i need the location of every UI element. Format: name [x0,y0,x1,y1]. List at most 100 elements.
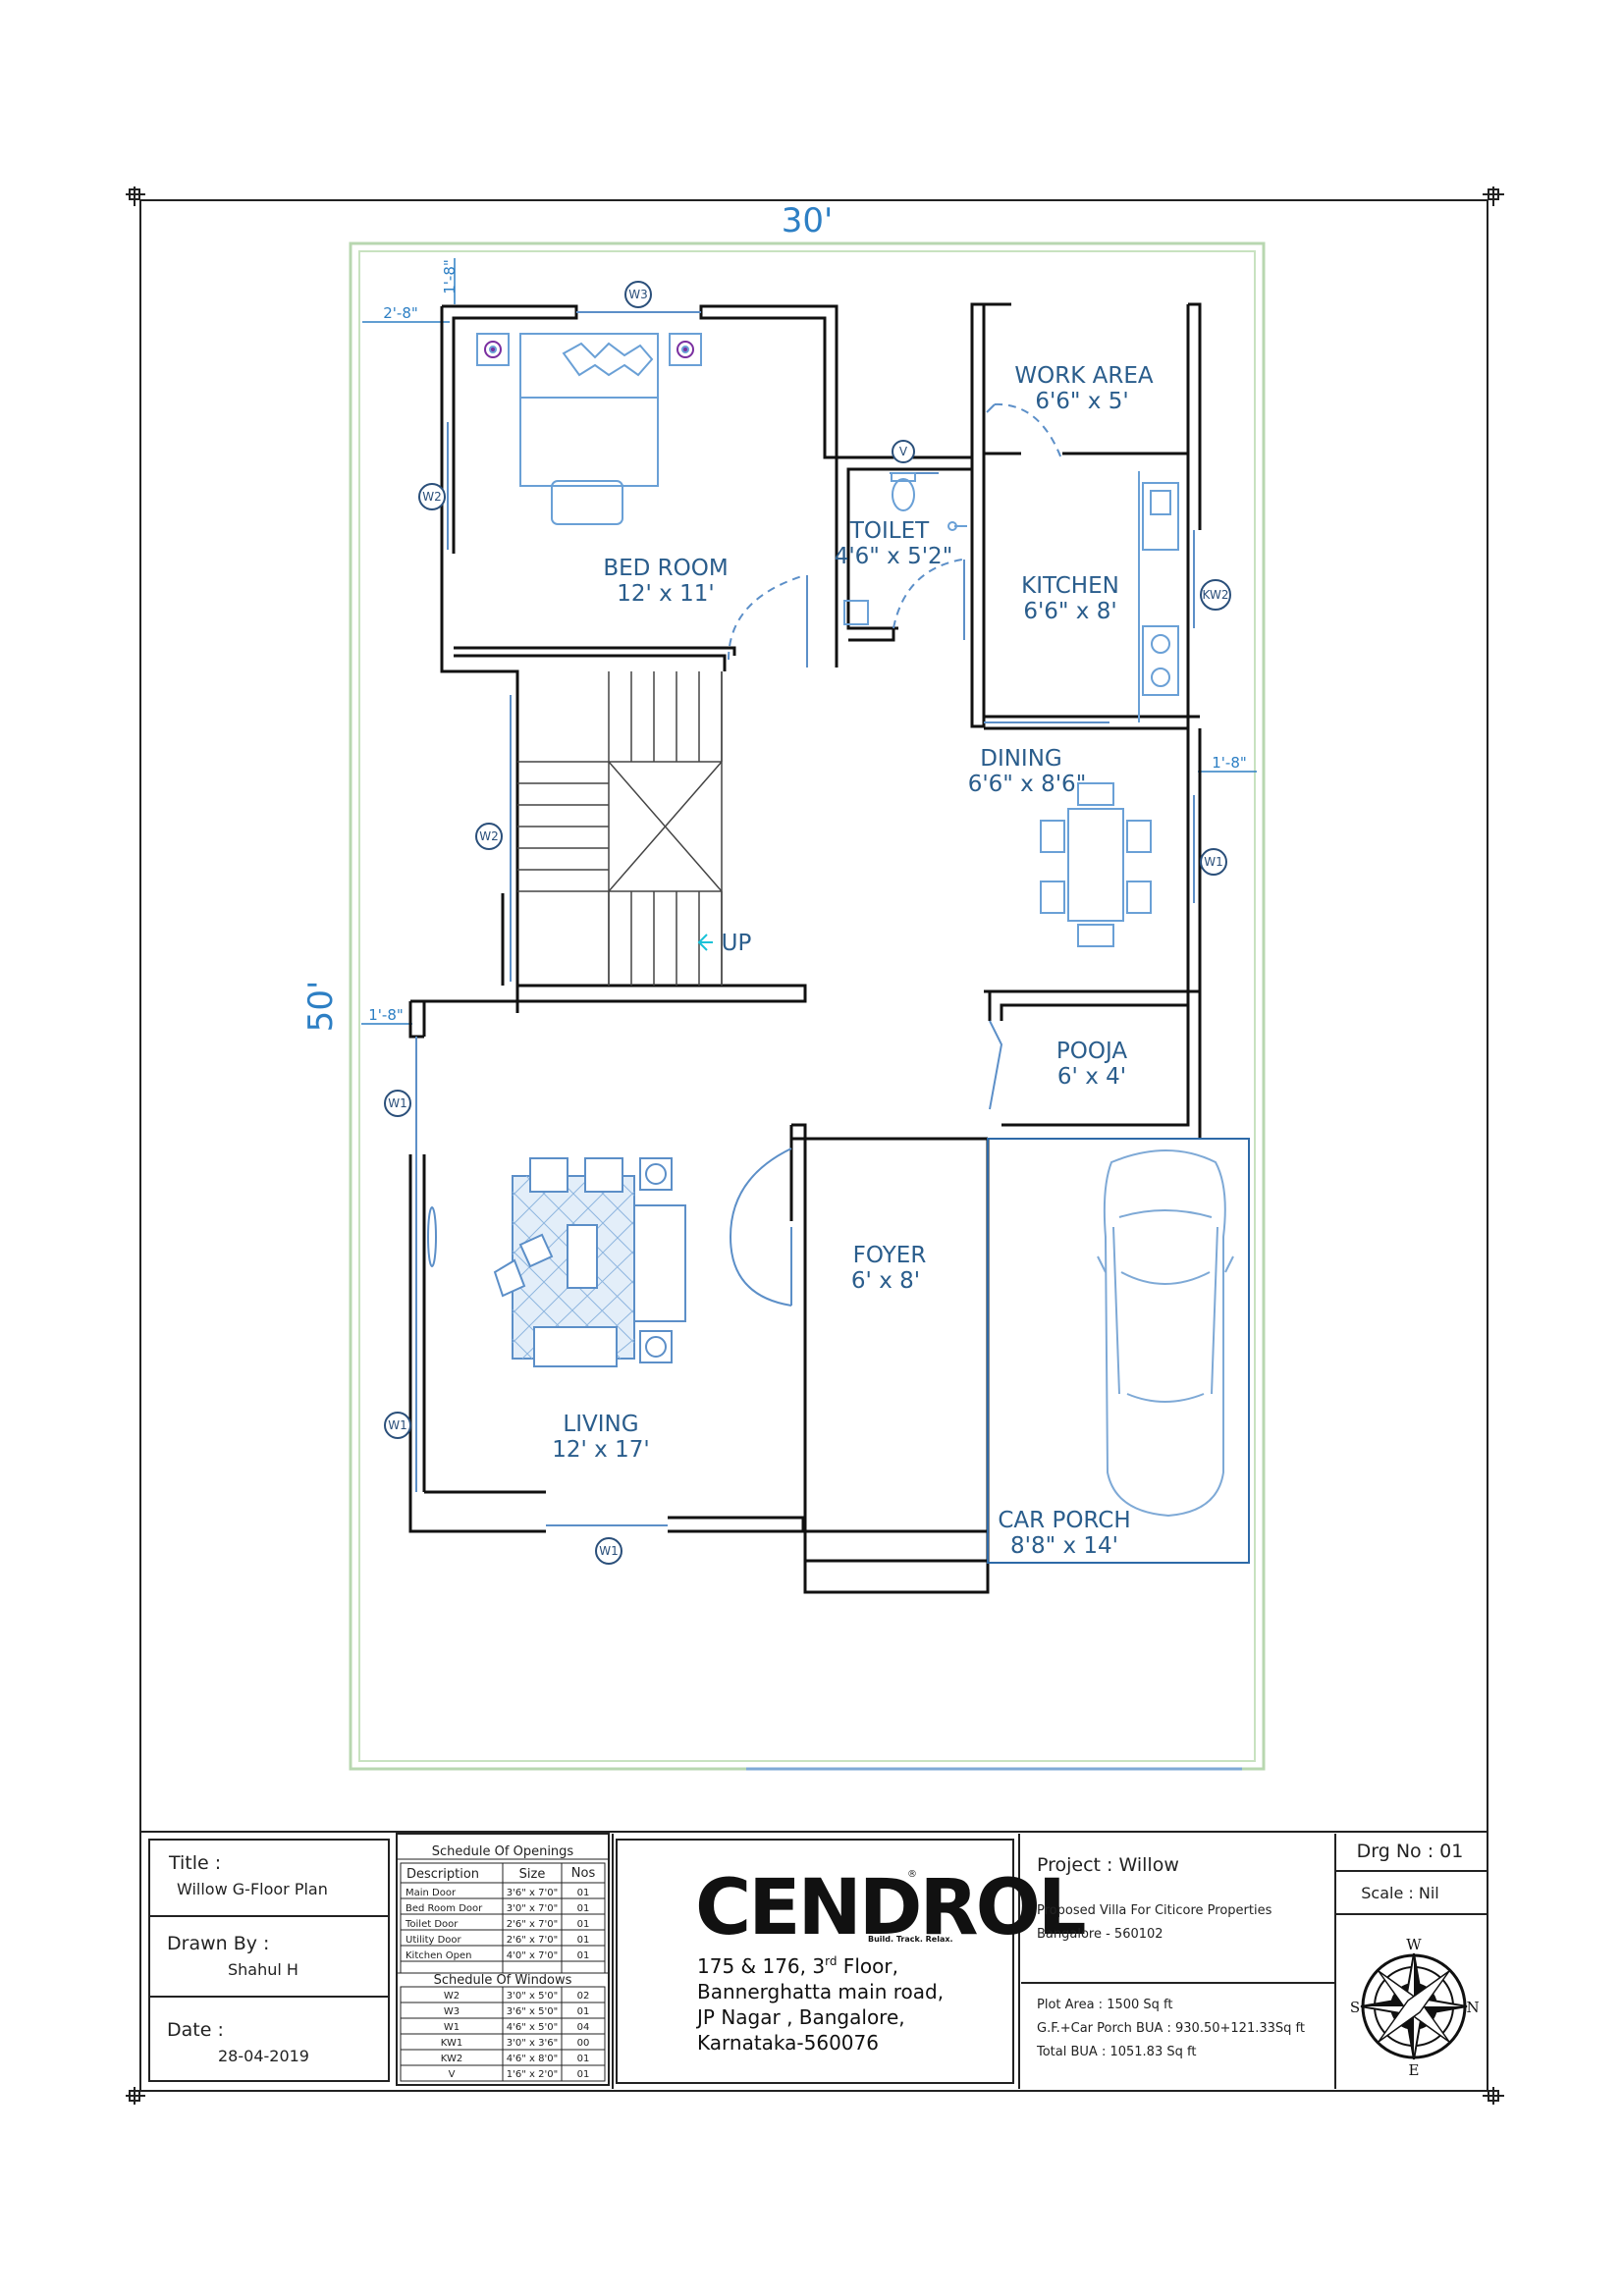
svg-text:01: 01 [577,1935,590,1946]
tag-w1-dining: W1 [1200,848,1227,876]
drawn-by-value: Shahul H [228,1960,298,1979]
windows-schedule-heading: Schedule Of Windows [434,1973,572,1988]
svg-text:Toilet Door: Toilet Door [405,1919,459,1930]
toilet-fixtures [843,472,967,625]
room-name-dining: DINING [980,746,1062,772]
room-name-pooja: POOJA [1056,1039,1127,1064]
svg-text:Bed Room Door: Bed Room Door [406,1903,483,1914]
svg-text:01: 01 [577,1888,590,1898]
kitchen-fixtures [1138,471,1179,722]
date-value: 28-04-2019 [218,2047,309,2065]
svg-text:W3: W3 [628,288,648,301]
sheet-border [139,199,1488,2092]
col-description: Description [406,1867,479,1882]
svg-text:W1: W1 [388,1096,407,1110]
svg-text:Utility Door: Utility Door [406,1935,462,1946]
svg-text:4'6" x 8'0": 4'6" x 8'0" [507,2054,558,2064]
svg-text:4'0" x 7'0": 4'0" x 7'0" [507,1950,558,1961]
svg-text:Main Door: Main Door [406,1888,457,1898]
date-label: Date : [167,2019,224,2041]
room-size-toilet: 4'6" x 5'2" [835,544,953,569]
svg-text:01: 01 [577,1903,590,1914]
address-line-2: Bannerghatta main road, [697,1980,944,2003]
room-name-work-area: WORK AREA [1014,363,1153,389]
tag-kw2: KW2 [1200,579,1231,611]
tag-w3: W3 [624,281,652,308]
car-porch-outline [987,1138,1250,1564]
svg-text:2'6" x 7'0": 2'6" x 7'0" [507,1919,558,1930]
staircase [517,671,723,986]
room-name-toilet: TOILET [849,518,930,544]
title-label: Title : [168,1852,221,1874]
tag-w1-living-bottom: W1 [384,1412,411,1439]
svg-text:3'6" x 5'0": 3'6" x 5'0" [507,2006,558,2017]
svg-text:01: 01 [577,2069,590,2080]
living-furniture [427,1157,686,1367]
offset-left-mid: 1'-8" [368,1006,404,1024]
opening-tags: W3 W2 V KW2 W2 W1 W1 W1 W1 [384,281,1231,1565]
doors-schedule-heading: Schedule Of Openings [432,1844,574,1859]
room-labels: BED ROOM 12' x 11' TOILET 4'6" x 5'2" WO… [552,363,1154,1559]
room-size-foyer: 6' x 8' [851,1268,920,1294]
title-value: Willow G-Floor Plan [177,1880,328,1898]
address-line-3: JP Nagar , Bangalore, [695,2005,905,2029]
offset-left-top: 2'-8" [383,304,418,322]
room-name-living: LIVING [563,1412,638,1437]
corner-mark-br [1483,2087,1504,2105]
doors [728,402,1063,1307]
drawn-by-label: Drawn By : [167,1933,269,1954]
col-size: Size [519,1867,546,1882]
room-size-bed-room: 12' x 11' [617,581,714,607]
corner-mark-tl [126,187,145,206]
project-title: Project : Willow [1037,1854,1179,1876]
company-logo: CENDROL [695,1864,1085,1952]
tag-v: V [892,440,915,463]
svg-text:2'6" x 7'0": 2'6" x 7'0" [507,1935,558,1946]
project-desc-1: Proposed Villa For Citicore Properties [1037,1903,1272,1918]
svg-text:00: 00 [577,2038,590,2049]
offset-right: 1'-8" [1212,754,1247,772]
car [1097,1149,1234,1518]
logo-registered-mark: ® [907,1869,917,1880]
drawing-number: Drg No : 01 [1357,1841,1464,1862]
svg-text:01: 01 [577,2054,590,2064]
plot-area: Plot Area : 1500 Sq ft [1037,1998,1173,2012]
compass-n: N [1466,1999,1479,2016]
compass-w: W [1406,1936,1422,1953]
plot-depth-label: 50' [301,981,341,1033]
company-tagline: Build. Track. Relax. [868,1935,953,1944]
bed [476,333,702,525]
svg-text:Kitchen Open: Kitchen Open [406,1950,471,1961]
dining-table [1040,782,1152,947]
svg-text:W1: W1 [599,1544,619,1558]
offset-top: 1'-8" [441,259,459,294]
svg-text:3'0" x 3'6": 3'0" x 3'6" [507,2038,558,2049]
svg-text:1'6" x 2'0": 1'6" x 2'0" [507,2069,558,2080]
compass-s: S [1350,1999,1360,2016]
svg-text:KW2: KW2 [1203,588,1229,602]
stair-up-label: UP [722,931,752,956]
svg-text:W2: W2 [444,1991,460,2002]
tag-w1-living-top: W1 [384,1090,411,1117]
address-line-4: Karnataka-560076 [697,2031,879,2055]
room-size-living: 12' x 17' [552,1437,649,1463]
room-size-kitchen: 6'6" x 8' [1023,599,1116,624]
tag-w2-stair: W2 [475,823,503,850]
col-nos: Nos [571,1866,596,1881]
svg-text:04: 04 [577,2022,590,2033]
walls [408,302,1202,1594]
room-size-dining: 6'6" x 8'6" [968,772,1087,797]
svg-text:KW2: KW2 [441,2054,462,2064]
svg-text:V: V [449,2069,456,2080]
svg-text:3'0" x 7'0": 3'0" x 7'0" [507,1903,558,1914]
project-desc-2: Bangalore - 560102 [1037,1927,1163,1942]
compass-rose-icon [1360,1952,1468,2060]
tag-w2-bed: W2 [418,483,446,510]
corner-mark-tr [1483,187,1504,206]
svg-text:01: 01 [577,1919,590,1930]
title-block [140,1831,1488,2089]
room-name-bed-room: BED ROOM [603,556,728,581]
